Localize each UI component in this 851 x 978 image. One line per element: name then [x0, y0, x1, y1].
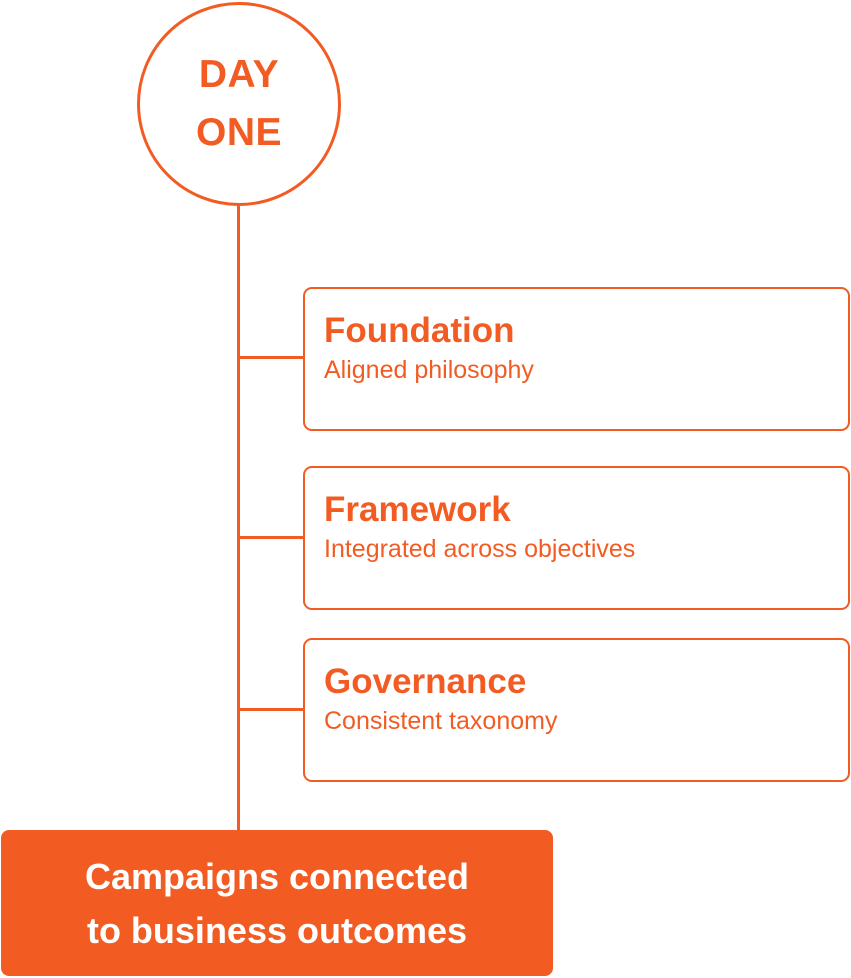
- day-one-start-node: DAY ONE: [137, 2, 341, 206]
- branch-connector-foundation: [239, 356, 305, 359]
- branch-connector-framework: [239, 536, 305, 539]
- outcome-line-1: Campaigns connected: [84, 856, 470, 897]
- outcome-box: Campaigns connected to business outcomes: [1, 830, 553, 976]
- step-card-foundation: Foundation Aligned philosophy: [303, 287, 850, 431]
- start-node-line-1: DAY: [198, 53, 280, 96]
- outcome-line-2: to business outcomes: [86, 910, 468, 951]
- step-title: Governance: [324, 662, 527, 701]
- step-subtitle: Consistent taxonomy: [324, 707, 558, 735]
- step-subtitle: Integrated across objectives: [324, 535, 636, 563]
- step-card-governance: Governance Consistent taxonomy: [303, 638, 850, 782]
- step-title: Framework: [324, 490, 511, 529]
- step-card-framework: Framework Integrated across objectives: [303, 466, 850, 610]
- branch-connector-governance: [239, 708, 305, 711]
- step-title: Foundation: [324, 311, 515, 350]
- step-subtitle: Aligned philosophy: [324, 356, 534, 384]
- start-node-line-2: ONE: [195, 111, 282, 154]
- timeline-connector-line: [237, 205, 240, 833]
